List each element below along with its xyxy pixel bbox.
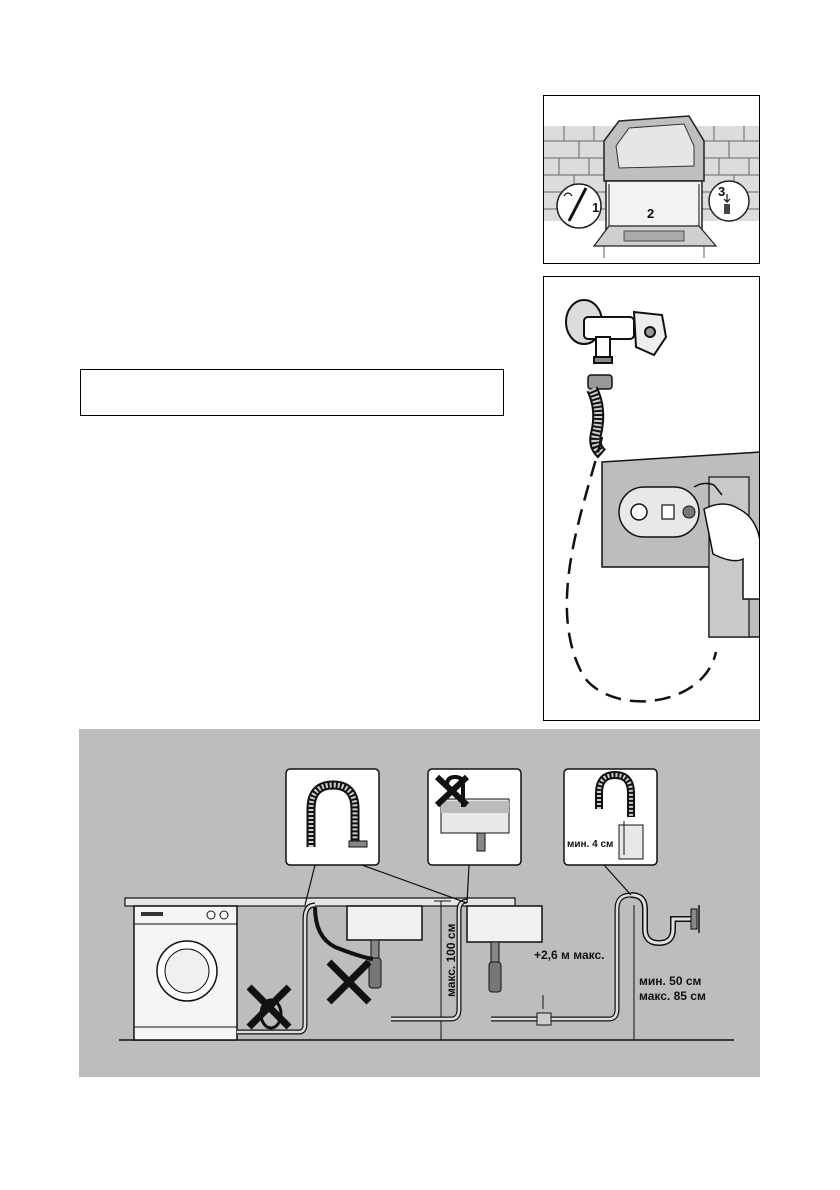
machine-back xyxy=(601,451,759,638)
wrong-siphon-cross-b xyxy=(326,959,372,1005)
countertop xyxy=(124,897,516,907)
inset-air-gap: мин. 4 см xyxy=(563,768,658,866)
wrong-hose-loop xyxy=(246,984,292,1030)
sink-left xyxy=(313,905,423,1005)
label-max-100cm: макс. 100 см xyxy=(444,923,458,997)
label-extension: +2,6 м макс. xyxy=(534,948,604,962)
label-min-50cm: мин. 50 см xyxy=(639,974,702,988)
drain-hose-diagram: макс. 100 см +2,6 м макс. мин. 50 см мак… xyxy=(79,729,760,1077)
washing-machine xyxy=(133,905,238,1041)
inset-hose-bend xyxy=(285,768,380,866)
inset-submerged-hose xyxy=(427,768,522,866)
inlet-hose-illustration xyxy=(565,299,759,703)
note-box xyxy=(80,369,504,416)
sink-right xyxy=(466,905,543,993)
step-1-label: 1 xyxy=(592,200,599,215)
detail-circle-right xyxy=(708,180,750,222)
label-max-85cm: макс. 85 см xyxy=(639,989,706,1003)
hose-path xyxy=(565,436,718,703)
inlet-hose-figure xyxy=(543,276,760,721)
water-tap xyxy=(565,299,668,364)
drain-diagram-svg: макс. 100 см +2,6 м макс. мин. 50 см мак… xyxy=(119,768,734,1041)
wall-siphon xyxy=(630,892,700,947)
hand xyxy=(693,482,759,600)
transport-bolts-illustration: 1 2 3 xyxy=(544,115,759,258)
step-2-label: 2 xyxy=(647,206,654,221)
detail-circle-left xyxy=(556,183,602,229)
label-min-4cm: мин. 4 см xyxy=(567,839,613,850)
transport-bolts-figure: 1 2 3 xyxy=(543,95,760,264)
step-3-label: 3 xyxy=(718,184,725,199)
